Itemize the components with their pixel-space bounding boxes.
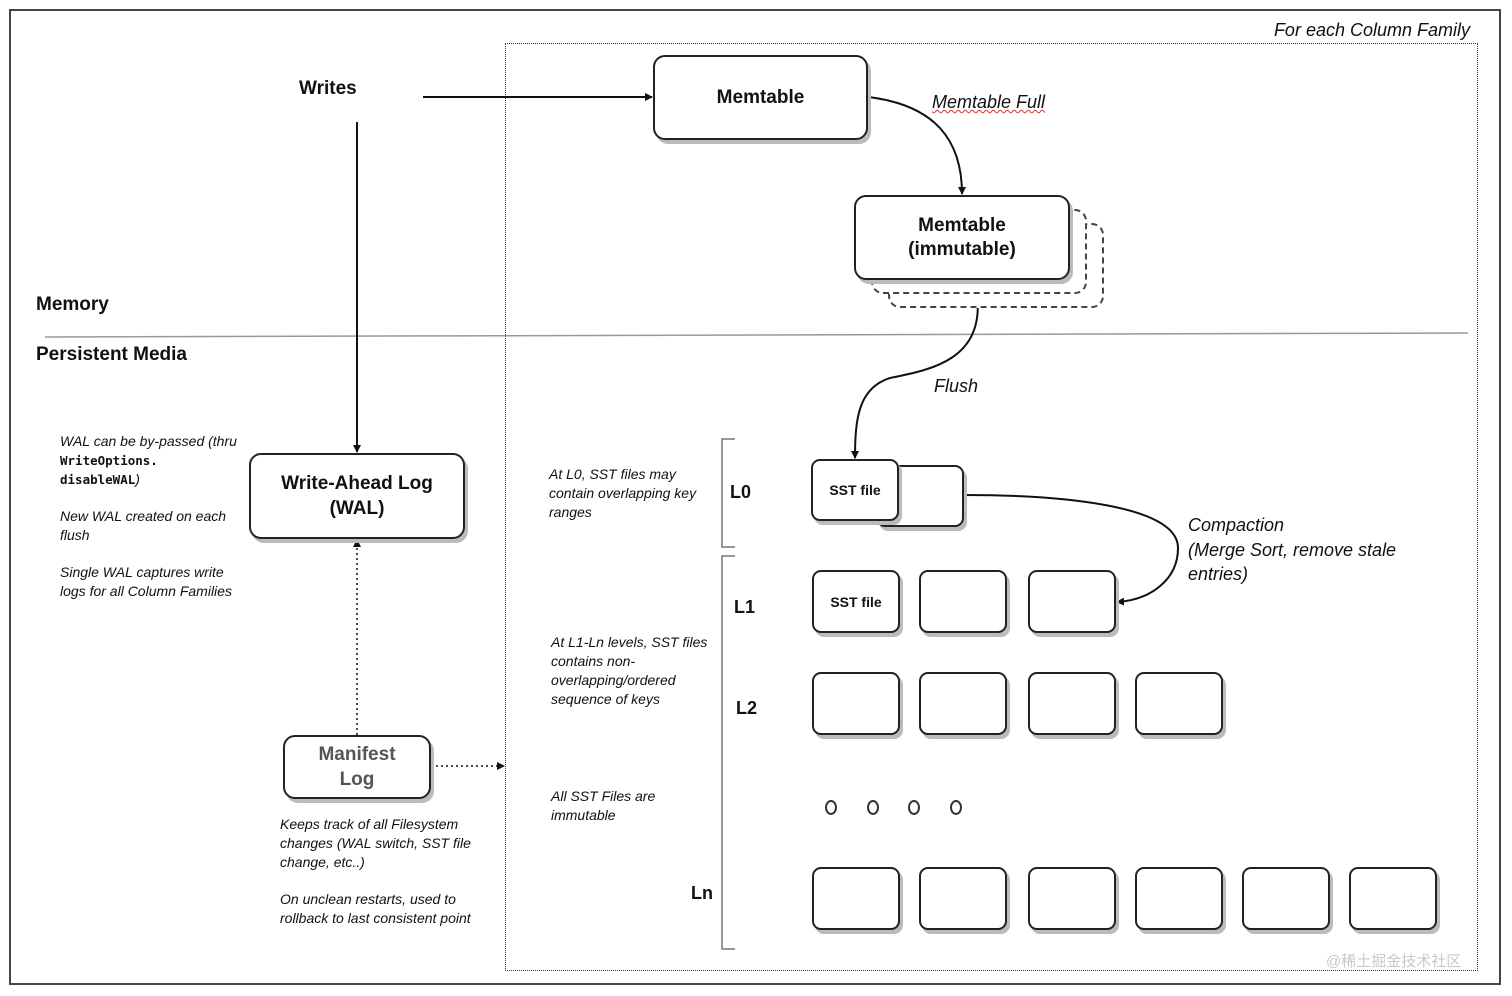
compaction-detail-1: (Merge Sort, remove stale (1188, 539, 1397, 560)
ln-sst-file (812, 867, 900, 930)
memtable-box: Memtable (653, 55, 868, 140)
ln-sst-file (919, 867, 1007, 930)
single-wal-note: Single WAL captures write logs for all C… (60, 564, 232, 599)
l0-sst-file: SST file (811, 459, 899, 521)
l1-sst-file (1028, 570, 1116, 633)
manifest-notes: Keeps track of all Filesystem changes (W… (280, 815, 480, 946)
flush-arrow (851, 294, 979, 459)
sst-file-label: SST file (830, 593, 882, 610)
wal-title: Write-Ahead Log (281, 473, 433, 494)
ellipsis-dot (908, 800, 920, 815)
level-l0-label: L0 (730, 482, 752, 502)
level-ln-label: Ln (691, 883, 713, 903)
writes-label: Writes (299, 78, 357, 99)
ln-sst-file (1135, 867, 1223, 930)
persistent-media-label: Persistent Media (36, 344, 187, 365)
manifest-subtitle: Log (339, 769, 375, 790)
compaction-title: Compaction (1188, 515, 1285, 535)
column-family-label: For each Column Family (1273, 20, 1470, 40)
immutable-memtable-title: Memtable (918, 214, 1006, 236)
immutable-memtable-box: Memtable (immutable) (854, 195, 1070, 280)
ln-sst-file (1028, 867, 1116, 930)
watermark: @稀土掘金技术社区 (1326, 953, 1462, 970)
manifest-tracks-note: Keeps track of all Filesystem changes (W… (280, 816, 471, 870)
l1-sst-file: SST file (812, 570, 900, 633)
sst-file-label: SST file (829, 482, 881, 498)
compaction-label: Compaction (Merge Sort, remove stale ent… (1188, 513, 1396, 587)
sst-immutable-note: All SST Files are immutable (551, 788, 656, 823)
l1-ln-bracket (721, 555, 735, 950)
manifest-restart-note: On unclean restarts, used to rollback to… (280, 891, 471, 926)
flush-label: Flush (934, 376, 979, 396)
memory-label: Memory (36, 294, 109, 315)
l0-note: At L0, SST files may contain overlapping… (549, 466, 697, 520)
memtable-full-label: Memtable Full (932, 92, 1046, 112)
new-wal-note: New WAL created on each flush (60, 508, 227, 543)
memory-persistent-divider (44, 332, 1469, 338)
wal-box: Write-Ahead Log (WAL) (249, 453, 465, 539)
l2-sst-file (1135, 672, 1223, 735)
l2-sst-file (919, 672, 1007, 735)
manifest-title: Manifest (318, 744, 396, 765)
ellipsis-dot (825, 800, 837, 815)
column-family-region (505, 43, 1478, 971)
l1-sst-file (919, 570, 1007, 633)
wal-notes: WAL can be by-passed (thru WriteOptions.… (60, 432, 240, 619)
immutable-memtable-subtitle: (immutable) (908, 238, 1016, 260)
level-l1-label: L1 (734, 597, 756, 617)
wal-bypass-note: WAL can be by-passed (thru WriteOptions.… (60, 433, 237, 487)
l2-sst-file (812, 672, 900, 735)
compaction-detail-2: entries) (1188, 564, 1249, 584)
ellipsis-dot (950, 800, 962, 815)
level-l2-label: L2 (736, 698, 758, 718)
manifest-log-box: Manifest Log (283, 735, 431, 799)
compaction-arrow (963, 494, 1180, 606)
l1-ln-note: At L1-Ln levels, SST files contains non-… (551, 634, 708, 707)
memtable-full-arrow (867, 96, 966, 195)
l2-sst-file (1028, 672, 1116, 735)
memtable-label: Memtable (716, 86, 805, 108)
diagram-frame (9, 9, 1501, 985)
ellipsis-dot (867, 800, 879, 815)
ln-sst-file (1242, 867, 1330, 930)
ln-sst-file (1349, 867, 1437, 930)
wal-subtitle: (WAL) (329, 498, 385, 519)
l0-bracket (721, 438, 735, 548)
